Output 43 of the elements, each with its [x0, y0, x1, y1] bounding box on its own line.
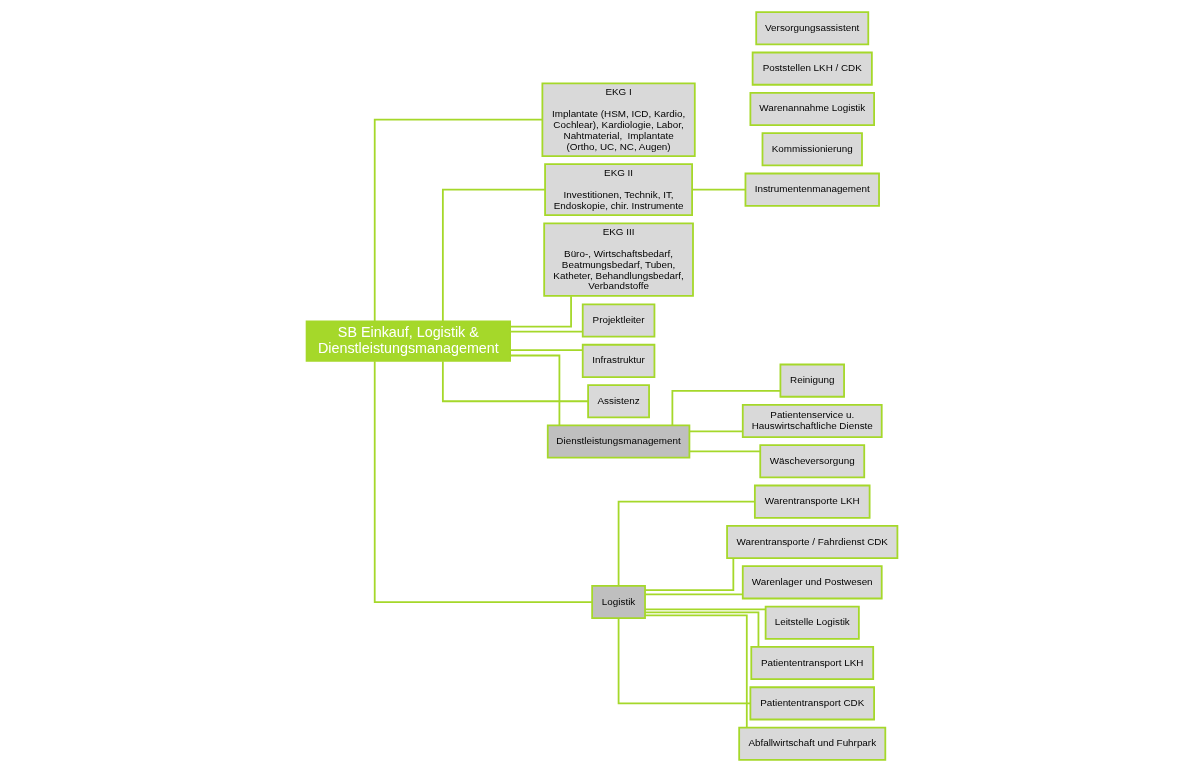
node-box: EKG III Büro-, Wirtschaftsbedarf, Beatmungsbedarf, Tuben, Katheter, Behandlungsbedarf, Verbandstoffe	[543, 222, 694, 297]
node-box: Patiententransport CDK	[749, 686, 875, 721]
node-box: Infrastruktur	[581, 343, 656, 378]
connector	[509, 330, 584, 333]
connector	[688, 450, 761, 453]
node-box: Instrumentenmanagement	[744, 172, 880, 207]
node-box: Warentransporte LKH	[753, 484, 871, 519]
node-box: Assistenz	[587, 384, 650, 419]
connector	[617, 617, 752, 705]
node-box: Reinigung	[779, 363, 845, 398]
node-box: Kommissionierung	[761, 132, 863, 167]
node-box: Versorgungsassistent	[755, 11, 870, 46]
connector	[644, 557, 735, 591]
connector	[691, 188, 747, 191]
node-box: Logistik	[591, 585, 646, 620]
node-box: EKG I Implantate (HSM, ICD, Kardio, Cochlear), Kardiologie, Labor, Nahtmaterial, Implantate (Ortho, UC, NC, Augen)	[541, 82, 696, 157]
node-box: Warenlager und Postwesen	[741, 565, 883, 600]
node-box: Wäscheversorgung	[759, 444, 866, 479]
connector	[509, 349, 584, 352]
node-box: EKG II Investitionen, Technik, IT, Endoskopie, chir. Instrumente	[544, 163, 693, 217]
node-box: Abfallwirtschaft und Fuhrpark	[738, 726, 887, 761]
node-box: Poststellen LKH / CDK	[751, 51, 873, 86]
connector	[441, 360, 589, 403]
connector	[671, 390, 782, 427]
node-box: Dienstleistungsmanagement	[546, 424, 691, 459]
connector	[617, 500, 756, 587]
node-box: Warentransporte / Fahrdienst CDK	[726, 524, 899, 560]
connector	[509, 354, 561, 427]
connector	[688, 430, 744, 433]
connector	[644, 614, 748, 729]
node-box: Projektleiter	[581, 303, 656, 338]
connector	[441, 188, 546, 323]
connector	[644, 593, 744, 596]
node-box: Leitstelle Logistik	[764, 605, 860, 640]
node-box: Warenannahme Logistik	[749, 91, 875, 126]
connector	[644, 608, 767, 611]
connector	[644, 611, 760, 648]
node-box: Patientenservice u. Hauswirtschaftliche Dienste	[741, 403, 883, 438]
node-box: Patiententransport LKH	[750, 646, 875, 681]
connector	[373, 118, 543, 323]
connector	[373, 360, 593, 603]
connector	[509, 295, 572, 328]
node-box: SB Einkauf, Logistik & Dienstleistungsmanagement	[305, 320, 511, 362]
